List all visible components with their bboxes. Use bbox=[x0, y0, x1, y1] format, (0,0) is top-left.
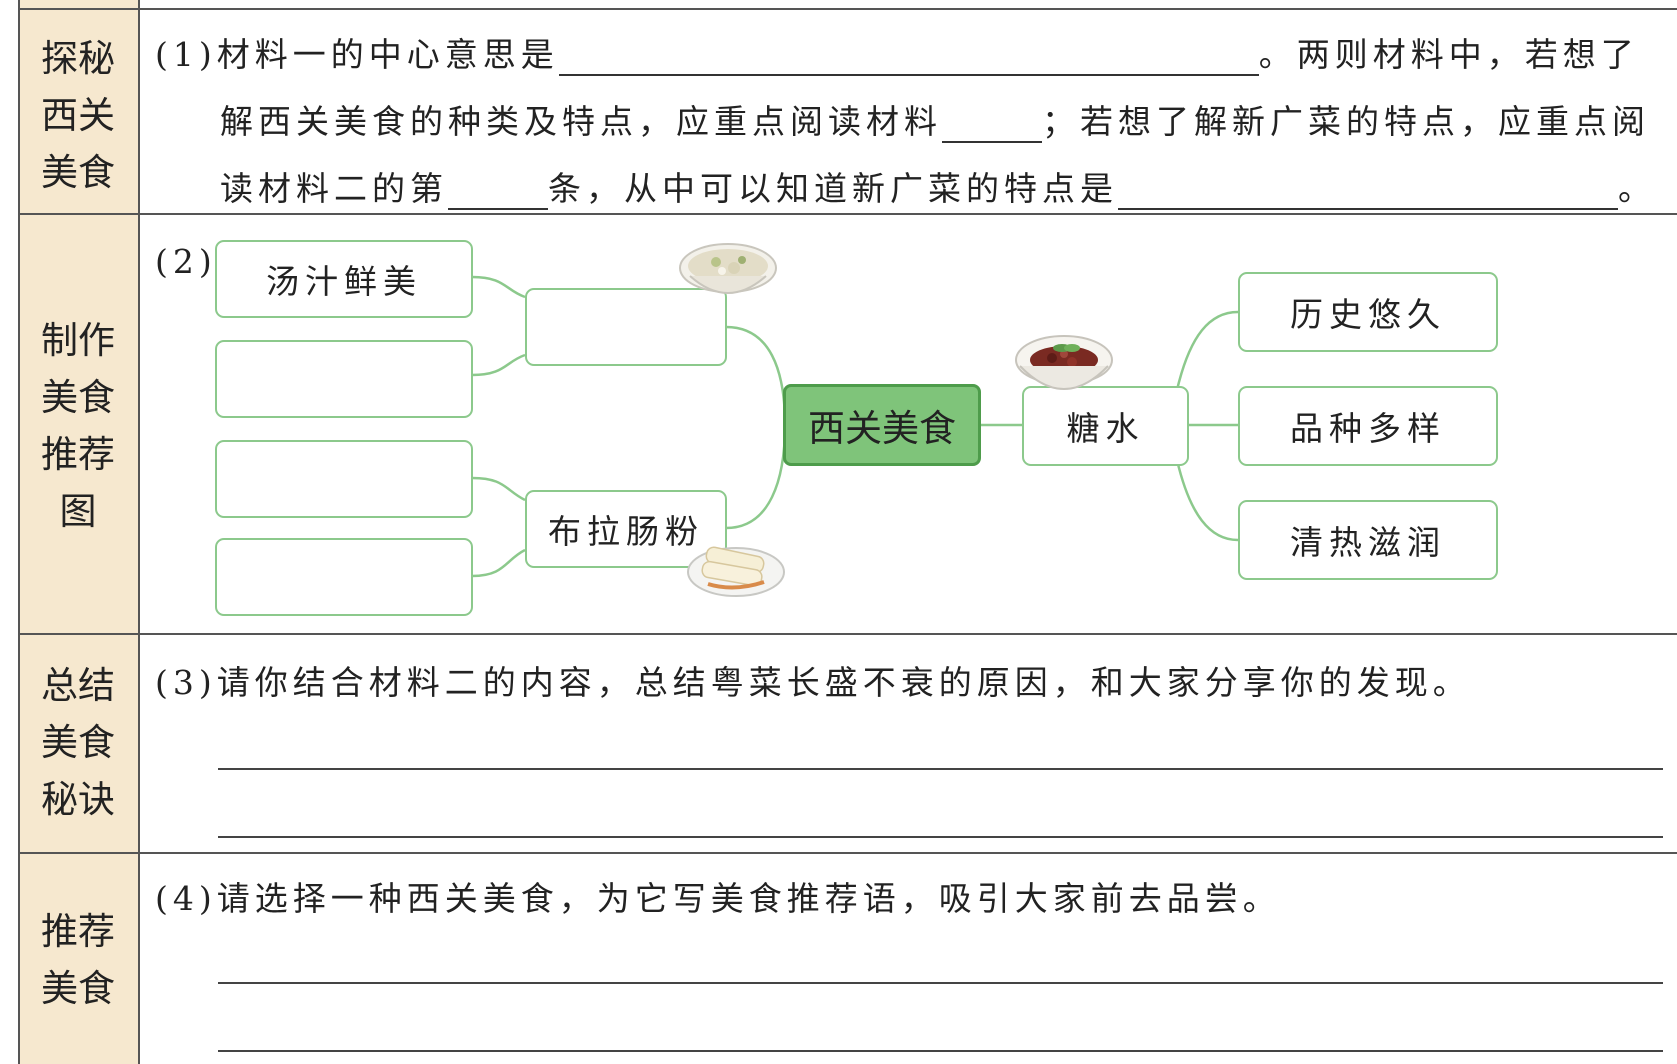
sweet-soup-bowl-icon bbox=[1015, 335, 1113, 390]
q1-blank-item-number[interactable] bbox=[448, 172, 548, 210]
table-top-rule bbox=[18, 8, 1677, 10]
row-divider bbox=[18, 213, 1677, 215]
section-label-explore: 探秘西关美食 bbox=[41, 37, 115, 194]
mindmap-box-blank-dish[interactable] bbox=[525, 288, 727, 366]
mindmap-box-blank[interactable] bbox=[215, 440, 473, 518]
mindmap-box-soup: 汤汁鲜美 bbox=[215, 240, 473, 318]
q4-answer-line-2[interactable] bbox=[218, 1050, 1663, 1052]
q1-blank-material[interactable] bbox=[942, 105, 1042, 143]
q1-line-3: 读材料二的第条，从中可以知道新广菜的特点是。 bbox=[220, 169, 1656, 210]
label-column bbox=[18, 0, 140, 1064]
section-label-make-chart: 制作美食推荐图 bbox=[41, 319, 115, 533]
q1-blank-main-idea[interactable] bbox=[558, 38, 1259, 76]
connector-line bbox=[1175, 310, 1239, 391]
connector-line bbox=[471, 476, 526, 502]
connector-line bbox=[471, 353, 526, 377]
connector-line bbox=[471, 548, 526, 578]
row-divider bbox=[18, 633, 1677, 635]
connector-line bbox=[471, 275, 526, 299]
row-divider bbox=[18, 852, 1677, 854]
section-label-recommend: 推荐美食 bbox=[41, 910, 115, 1010]
q1-blank-features[interactable] bbox=[1118, 172, 1618, 210]
mindmap-box-variety: 品种多样 bbox=[1238, 386, 1498, 466]
soup-bowl-icon bbox=[679, 243, 777, 294]
connector-line bbox=[1175, 459, 1239, 542]
mindmap-box-blank[interactable] bbox=[215, 538, 473, 616]
q1-line-1: (1)材料一的中心意思是。两则材料中，若想了 bbox=[155, 35, 1639, 76]
connector-line bbox=[725, 325, 787, 426]
mindmap-box-sweet-soup: 糖水 bbox=[1022, 386, 1189, 466]
q3-answer-line-1[interactable] bbox=[218, 768, 1663, 770]
q4-prompt: (4)请选择一种西关美食，为它写美食推荐语，吸引大家前去品尝。 bbox=[155, 879, 1281, 918]
mindmap-box-cooling: 清热滋润 bbox=[1238, 500, 1498, 580]
q2-number: (2) bbox=[155, 242, 217, 281]
q3-answer-line-2[interactable] bbox=[218, 836, 1663, 838]
q3-prompt: (3)请你结合材料二的内容，总结粤菜长盛不衰的原因，和大家分享你的发现。 bbox=[155, 663, 1471, 702]
mindmap-center: 西关美食 bbox=[783, 384, 981, 466]
section-label-summary: 总结美食秘诀 bbox=[41, 664, 115, 821]
mindmap-box-blank[interactable] bbox=[215, 340, 473, 418]
mindmap-box-rice-roll: 布拉肠粉 bbox=[525, 490, 727, 568]
q1-line-2: 解西关美食的种类及特点，应重点阅读材料；若想了解新广菜的特点，应重点阅 bbox=[220, 102, 1650, 143]
mindmap-box-history: 历史悠久 bbox=[1238, 272, 1498, 352]
connector-line bbox=[725, 424, 787, 530]
q4-answer-line-1[interactable] bbox=[218, 982, 1663, 984]
rice-roll-plate-icon bbox=[687, 546, 785, 597]
